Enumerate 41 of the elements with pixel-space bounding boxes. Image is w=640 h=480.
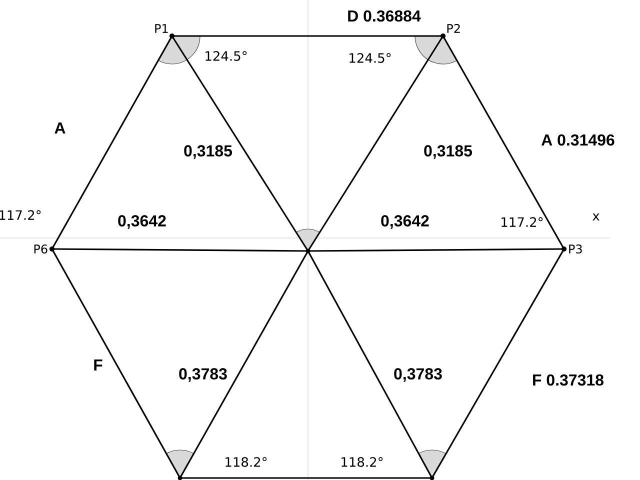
point (430, 476, 434, 480)
angle-label: 117.2° (0, 210, 41, 220)
point: P1 (155, 24, 175, 39)
line-segment (180, 477, 432, 479)
angle-label: 118.2° (342, 457, 383, 467)
line-segment (179, 250, 309, 478)
angle-label: 118.2° (226, 457, 267, 467)
angle-label: 117.2° (502, 217, 543, 227)
edge-label: F 0.37318 (530, 373, 606, 387)
node-label: P6 (34, 244, 48, 254)
axis-label: x (592, 213, 600, 221)
line-segment (51, 36, 173, 250)
line-segment (307, 36, 444, 252)
point: P6 (34, 244, 55, 254)
edge-label: 0,3783 (392, 367, 444, 383)
line-segment (442, 36, 565, 250)
edge-label: 0,3185 (182, 144, 234, 160)
point: P2 (440, 24, 460, 39)
line-segment (172, 35, 443, 37)
edge-label: 0,3185 (422, 144, 474, 160)
angle-label: 124.5° (206, 51, 247, 61)
edge-label: A (53, 122, 67, 134)
edge-label: A 0.31496 (540, 133, 616, 147)
line-segment (171, 36, 309, 252)
line-segment (308, 248, 564, 252)
edge-label: F (92, 358, 104, 372)
line-segment (51, 248, 181, 478)
line-segment (307, 250, 433, 478)
node-label: P1 (155, 24, 168, 33)
line-segment (52, 248, 308, 252)
node-label: P2 (447, 24, 460, 33)
point (178, 476, 182, 480)
edge-label: D 0.36884 (346, 9, 422, 23)
edge-label: 0,3783 (178, 367, 228, 383)
edge-label: 0,3642 (380, 214, 430, 230)
angle-label: 124.5° (350, 53, 391, 63)
point: P3 (561, 244, 582, 254)
node-label: P3 (569, 244, 582, 254)
point (306, 248, 310, 254)
edge-label: 0,3642 (116, 214, 168, 230)
line-segment (431, 248, 565, 478)
